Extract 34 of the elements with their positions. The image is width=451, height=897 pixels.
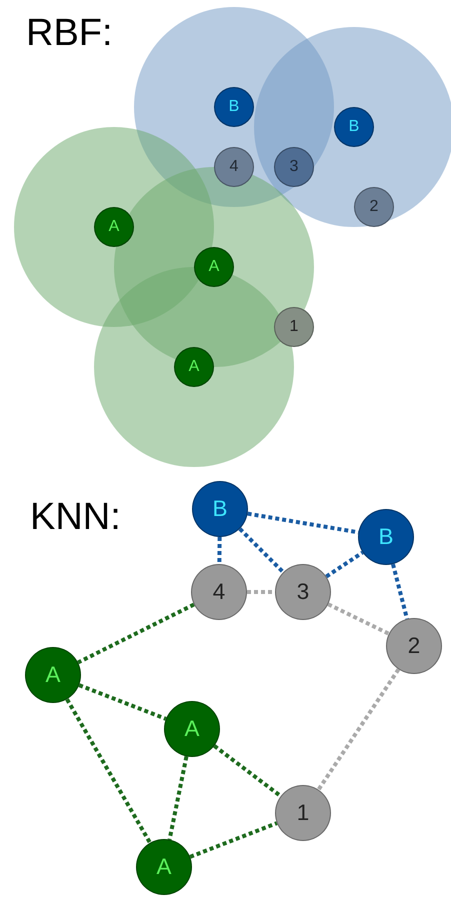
neighbor-link <box>78 683 167 721</box>
query-point: 4 <box>214 147 254 187</box>
neighbor-link <box>238 527 285 574</box>
query-point: 3 <box>274 147 314 187</box>
class-a-point: A <box>25 647 81 703</box>
neighbor-link <box>168 756 188 840</box>
class-a-point: A <box>164 701 220 757</box>
query-point: 1 <box>274 307 314 347</box>
query-point: 4 <box>191 564 247 620</box>
query-point: 2 <box>386 618 442 674</box>
class-a-point: A <box>194 247 234 287</box>
neighbor-link <box>189 821 278 859</box>
neighbor-link <box>391 564 409 620</box>
class-a-point: A <box>174 347 214 387</box>
query-point: 1 <box>275 785 331 841</box>
neighbor-link <box>77 602 195 664</box>
neighbor-link <box>247 590 275 594</box>
query-point: 3 <box>275 564 331 620</box>
neighbor-link <box>316 668 400 791</box>
class-b-point: B <box>358 509 414 565</box>
section-heading: KNN: <box>30 498 121 536</box>
class-b-point: B <box>334 107 374 147</box>
query-point: 2 <box>354 187 394 227</box>
class-a-point: A <box>136 839 192 895</box>
neighbor-link <box>247 512 359 534</box>
neighbor-link <box>213 744 282 798</box>
neighbor-link <box>327 602 390 636</box>
class-b-point: B <box>192 481 248 537</box>
section-heading: RBF: <box>26 14 113 52</box>
class-b-point: B <box>214 87 254 127</box>
class-a-point: A <box>94 207 134 247</box>
neighbor-link <box>65 698 152 844</box>
neighbor-link <box>217 536 222 564</box>
neighbor-link <box>325 550 364 578</box>
